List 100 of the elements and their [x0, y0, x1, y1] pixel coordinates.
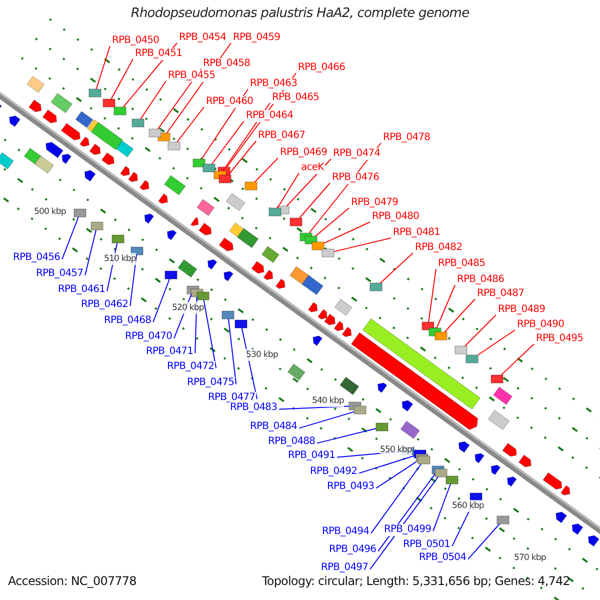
- gene-label: RPB_0461: [57, 284, 106, 296]
- gene-label: RPB_0476: [331, 172, 380, 184]
- leader-line: [228, 140, 256, 176]
- gene-label: RPB_0470: [124, 331, 174, 343]
- gene-feature: [434, 332, 448, 340]
- gene-label: RPB_0491: [287, 450, 336, 462]
- leader-line: [62, 216, 79, 260]
- gene-label: RPB_0459: [232, 32, 282, 44]
- leader-line: [376, 461, 416, 489]
- gene-feature: [202, 164, 216, 172]
- gene-feature: [454, 346, 468, 354]
- gene-feature: [218, 174, 232, 184]
- gene-label: RPB_0469: [279, 147, 328, 159]
- gene-label: RPB_0486: [456, 274, 506, 286]
- gene-feature: [268, 208, 282, 216]
- gene-label: RPB_0479: [350, 197, 400, 209]
- leader-line: [500, 344, 534, 376]
- leader-line: [334, 238, 392, 252]
- leader-line: [96, 46, 110, 90]
- gene-label: RPB_0465: [271, 92, 320, 104]
- gene-feature: [132, 118, 144, 128]
- leader-line: [315, 208, 350, 236]
- leader-line: [358, 455, 414, 474]
- gene-feature: [490, 374, 504, 384]
- gene-feature: [168, 142, 180, 150]
- gene-feature: [354, 406, 366, 414]
- gene-feature: [74, 208, 86, 218]
- leader-line: [140, 80, 166, 120]
- gene-label: RPB_0487: [476, 288, 526, 300]
- leader-line: [380, 252, 414, 284]
- leader-line: [254, 158, 278, 182]
- gene-label: RPB_0455: [167, 70, 216, 82]
- leader-line: [444, 298, 476, 332]
- leader-line: [110, 58, 134, 100]
- gene-label: RPB_0474: [332, 148, 382, 160]
- gene-feature: [322, 248, 334, 258]
- gene-feature: [370, 282, 382, 292]
- leader-line: [228, 318, 237, 385]
- leader-line: [428, 268, 436, 322]
- leader-line: [370, 464, 422, 534]
- leader-line: [176, 106, 204, 142]
- scale-label: 510 kbp: [104, 253, 136, 265]
- gene-label: RPB_0488: [267, 436, 316, 448]
- gene-label: RPB_0493: [326, 481, 376, 493]
- gene-feature: [234, 320, 248, 328]
- leader-line: [211, 120, 244, 164]
- leader-line: [298, 411, 354, 429]
- scale-label: 520 kbp: [172, 302, 204, 314]
- leader-line: [298, 182, 330, 218]
- gene-label: RPB_0496: [328, 544, 378, 556]
- gene-label: RPB_0475: [186, 377, 236, 389]
- accession-text: Accession: NC_007778: [8, 575, 136, 587]
- gene-label: RPB_0490: [516, 319, 566, 331]
- gene-feature: [418, 456, 430, 464]
- gene-label: RPB_0471: [145, 346, 194, 358]
- scale-label: 550 kbp: [380, 444, 412, 456]
- gene-label: RPB_0468: [103, 315, 152, 327]
- gene-label: RPB_0460: [205, 96, 254, 108]
- gene-label: RPB_0464: [245, 110, 294, 122]
- gene-feature: [496, 516, 510, 524]
- gene-feature: [88, 88, 102, 98]
- gene-feature: [312, 242, 324, 250]
- gene-label: RPB_0451: [134, 48, 184, 60]
- scale-label: 560 kbp: [452, 500, 484, 512]
- gene-feature: [196, 292, 210, 300]
- gene-feature: [466, 354, 478, 364]
- gene-feature: [304, 236, 318, 244]
- gene-label: RPB_0472: [166, 361, 216, 373]
- gene-feature: [102, 98, 116, 108]
- gene-label: RPB_0494: [321, 526, 370, 538]
- gene-label: RPB_0504: [418, 552, 468, 564]
- leader-line: [130, 254, 137, 307]
- gene-feature: [192, 158, 206, 168]
- scale-label: 540 kbp: [312, 395, 344, 407]
- leader-line: [84, 230, 97, 276]
- gene-label: RPB_0450: [111, 35, 160, 47]
- scale-label: 570 kbp: [514, 552, 546, 564]
- gene-feature: [422, 322, 434, 330]
- gene-label: RPB_0485: [437, 258, 486, 270]
- gene-label: aceK: [300, 162, 325, 174]
- gene-label: RPB_0454: [178, 32, 228, 44]
- leader-line: [278, 406, 350, 410]
- gene-label: RPB_0484: [249, 421, 298, 433]
- gene-feature: [164, 270, 178, 280]
- gene-label: RPB_0477: [207, 392, 256, 404]
- leader-line: [316, 428, 376, 444]
- gene-label: RPB_0458: [202, 58, 252, 70]
- gene-label: RPB_0483: [229, 402, 278, 414]
- gene-label: RPB_0463: [249, 78, 298, 90]
- gene-label: RPB_0478: [382, 132, 432, 144]
- gene-feature: [90, 222, 104, 230]
- gene-feature: [112, 234, 124, 244]
- leader-line: [370, 476, 439, 570]
- scale-label: 500 kbp: [34, 206, 66, 218]
- gene-label: RPB_0466: [297, 62, 346, 74]
- gene-label: RPB_0482: [414, 242, 464, 254]
- gene-label: RPB_0495: [535, 333, 584, 345]
- leader-line: [432, 484, 452, 532]
- gene-feature: [130, 246, 144, 256]
- gene-label: RPB_0492: [309, 466, 358, 478]
